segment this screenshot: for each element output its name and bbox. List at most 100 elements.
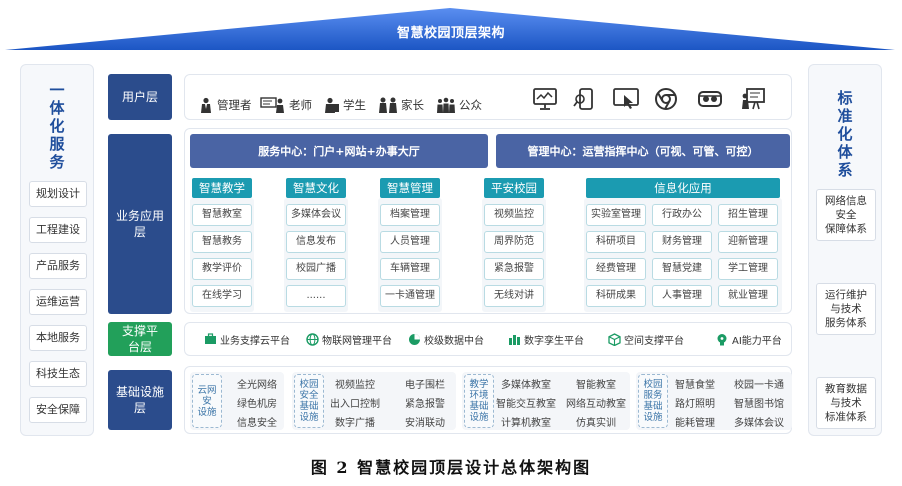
infra-item: 信息安全 — [237, 418, 277, 429]
pie-chart-icon — [409, 333, 420, 345]
briefcase-icon — [205, 333, 216, 344]
app-cell: 档案管理 — [380, 204, 440, 226]
figure-caption: 图 2 智慧校园顶层设计总体架构图 — [310, 458, 592, 477]
diagram-title: 智慧校园顶层架构 — [396, 26, 505, 41]
infra-item: 智能交互教室 — [496, 399, 556, 410]
infra-item: 出入口控制 — [330, 399, 380, 410]
user-teacher: 老师 — [260, 96, 312, 114]
touchscreen-icon — [613, 88, 639, 109]
app-cell: 智慧党建 — [652, 258, 712, 280]
column-head-safe-campus: 平安校园 — [484, 178, 544, 198]
column-head-smart-culture: 智慧文化 — [286, 178, 346, 198]
standards-system-title: 标 准 化 体 系 — [837, 89, 853, 179]
infra-item: 网络互动教室 — [566, 399, 626, 410]
service-item: 规划设计 — [29, 181, 87, 207]
infra-item: 校园一卡通 — [734, 380, 784, 391]
cube-icon — [608, 332, 621, 346]
service-item: 工程建设 — [29, 217, 87, 243]
infra-item: 仿真实训 — [576, 418, 616, 429]
roof-banner — [5, 8, 895, 50]
app-cell: 车辆管理 — [380, 258, 440, 280]
bar-chart-icon — [509, 334, 520, 345]
app-cell: 学工管理 — [718, 258, 778, 280]
standard-item: 网络信息 安全 保障体系 — [816, 189, 876, 241]
standards-system-panel: 标 准 化 体 系 网络信息 安全 保障体系 运行维护 与技术 服务体系 教育数… — [808, 64, 882, 436]
app-cell: 人事管理 — [652, 285, 712, 307]
user-manager: 管理者 — [198, 96, 252, 114]
app-cell: 一卡通管理 — [380, 285, 440, 307]
infra-item: 智能教室 — [576, 380, 616, 391]
app-cell: 视频监控 — [484, 204, 544, 226]
integrated-services-panel: 一 体 化 服 务 规划设计 工程建设 产品服务 运维运营 本地服务 科技生态 … — [20, 64, 94, 436]
user-parent: 家长 — [378, 96, 424, 114]
support-platform: 物联网管理平台 — [306, 331, 392, 347]
service-item: 安全保障 — [29, 397, 87, 423]
infra-item: 能耗管理 — [675, 418, 715, 429]
app-cell: 招生管理 — [718, 204, 778, 226]
service-item: 运维运营 — [29, 289, 87, 315]
user-layer-label: 用户层 — [108, 74, 172, 120]
globe-icon — [306, 332, 319, 346]
app-cell: 多媒体会议 — [286, 204, 346, 226]
app-cell: 信息发布 — [286, 231, 346, 253]
infra-group-label: 校园安全基础设施 — [294, 374, 324, 428]
infra-item: 数字广播 — [335, 418, 375, 429]
column-head-smart-teaching: 智慧教学 — [192, 178, 252, 198]
infra-group-label: 教学环境基础设施 — [464, 374, 494, 428]
app-cell: 财务管理 — [652, 231, 712, 253]
user-public: 公众 — [436, 96, 482, 114]
app-cell: 周界防范 — [484, 231, 544, 253]
infra-item: 智慧食堂 — [675, 380, 715, 391]
standard-item: 教育数据 与技术 标准体系 — [816, 377, 876, 429]
app-cell: 校园广播 — [286, 258, 346, 280]
user-layer-panel — [184, 74, 792, 120]
vr-headset-icon — [698, 91, 722, 107]
support-layer-panel — [184, 322, 792, 356]
support-platform: 空间支撑平台 — [608, 331, 684, 347]
app-cell: 紧急报警 — [484, 258, 544, 280]
phone-icon — [573, 88, 593, 110]
infra-item: 多媒体教室 — [501, 380, 551, 391]
infra-item: 路灯照明 — [675, 399, 715, 410]
monitor-icon — [533, 88, 557, 110]
infra-layer-label: 基础设施 层 — [108, 370, 172, 430]
infra-item: 绿色机房 — [237, 399, 277, 410]
infra-item: 电子围栏 — [405, 380, 445, 391]
support-layer-label: 支撑平 台层 — [108, 322, 172, 356]
infra-item: 视频监控 — [335, 380, 375, 391]
service-center-bar: 服务中心：门户+网站+办事大厅 — [190, 134, 488, 168]
public-icon — [437, 97, 455, 113]
app-cell: 迎新管理 — [718, 231, 778, 253]
service-item: 科技生态 — [29, 361, 87, 387]
whiteboard-icon — [742, 88, 765, 110]
app-cell: 智慧教务 — [192, 231, 252, 253]
infra-item: 计算机教室 — [501, 418, 551, 429]
app-cell: 教学评价 — [192, 258, 252, 280]
app-cell: 科研成果 — [586, 285, 646, 307]
infra-item: 安消联动 — [405, 418, 445, 429]
student-icon — [325, 97, 339, 113]
column-head-smart-management: 智慧管理 — [380, 178, 440, 198]
ai-head-icon — [717, 333, 727, 345]
infra-item: 多媒体会议 — [734, 418, 784, 429]
integrated-services-title: 一 体 化 服 务 — [49, 81, 65, 171]
app-cell: 无线对讲 — [484, 285, 544, 307]
parent-icon — [379, 97, 397, 113]
column-head-info-apps: 信息化应用 — [586, 178, 780, 198]
service-item: 产品服务 — [29, 253, 87, 279]
management-center-bar: 管理中心：运营指挥中心（可视、可管、可控） — [496, 134, 790, 168]
app-cell: 经费管理 — [586, 258, 646, 280]
infra-group-label: 校园服务基础设施 — [638, 374, 668, 428]
infra-item: 紧急报警 — [405, 399, 445, 410]
infra-group-label: 云网安设施 — [192, 374, 222, 428]
business-layer-label: 业务应用 层 — [108, 134, 172, 314]
app-cell: ...... — [286, 285, 346, 307]
app-cell: 科研项目 — [586, 231, 646, 253]
app-cell: 就业管理 — [718, 285, 778, 307]
app-cell: 人员管理 — [380, 231, 440, 253]
support-platform: AI能力平台 — [716, 331, 782, 347]
support-platform: 校级数据中台 — [408, 331, 484, 347]
browser-icon — [655, 88, 677, 110]
infra-item: 智慧图书馆 — [734, 399, 784, 410]
app-cell: 实验室管理 — [586, 204, 646, 226]
